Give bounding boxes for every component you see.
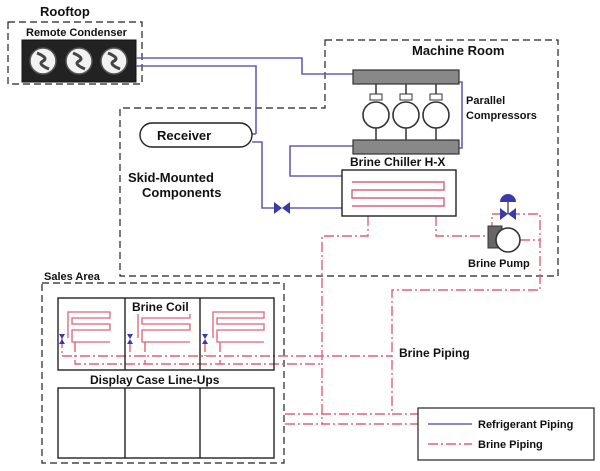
condenser-fan-icon [65, 47, 93, 75]
brine-pump-label: Brine Pump [468, 258, 530, 270]
condenser-fan-icon [29, 47, 57, 75]
brine-piping [61, 213, 541, 425]
brine-piping-callout-bg [396, 345, 478, 360]
parallel-compressors [352, 69, 460, 155]
compressors-label-line1: Parallel [466, 95, 505, 107]
compressors-label-line2: Compressors [466, 110, 537, 122]
compressor-icon [392, 84, 420, 140]
brine-piping-callout: Brine Piping [399, 346, 470, 360]
display-case-label: Display Case Line-Ups [90, 373, 220, 387]
pump-bypass-valve-icon [500, 194, 516, 220]
legend-box [417, 407, 595, 461]
brine-chiller-hx [341, 169, 457, 217]
brine-coil-label-bg [128, 300, 198, 314]
parallel-compressors-label: Parallel Compressors [466, 95, 537, 122]
receiver-label: Receiver [157, 128, 211, 143]
brine-coil-icon [67, 311, 111, 343]
compressor-header-bottom [352, 139, 460, 155]
legend-refrigerant-label: Refrigerant Piping [478, 419, 573, 431]
pump-icon [495, 227, 521, 253]
display-case-lineups [57, 387, 275, 459]
chiller-coil-icon [351, 181, 445, 207]
remote-condenser-label: Remote Condenser [26, 27, 128, 39]
refrigerant-piping [136, 57, 463, 209]
brine-chiller-label: Brine Chiller H-X [350, 155, 445, 169]
receiver-tank [139, 122, 253, 148]
compressor-icon [362, 84, 390, 140]
expansion-valve-icon [274, 202, 290, 214]
condenser-fan-icon [100, 47, 128, 75]
sales-area-label: Sales Area [44, 271, 101, 283]
skid-components-label: Skid-Mounted Components [128, 170, 221, 200]
brine-pump [487, 225, 521, 253]
skid-label-line2: Components [142, 185, 221, 200]
rooftop-zone [7, 21, 143, 85]
brine-coil-icon [137, 311, 191, 343]
remote-condenser [21, 39, 137, 83]
legend-brine-label: Brine Piping [478, 439, 543, 451]
brine-coil-cases [57, 297, 275, 371]
rooftop-label: Rooftop [40, 4, 90, 19]
sales-area-zone [41, 282, 285, 464]
coil-valve-icon [127, 334, 133, 344]
machine-room-zone [119, 39, 559, 277]
brine-coil-label: Brine Coil [132, 300, 189, 314]
coil-valve-icon [59, 334, 65, 344]
coil-valve-icon [202, 334, 208, 344]
machine-room-label: Machine Room [412, 43, 504, 58]
brine-coil-icon [212, 311, 265, 343]
compressor-icon [422, 84, 450, 140]
skid-label-line1: Skid-Mounted [128, 170, 214, 185]
compressor-header-top [352, 69, 460, 85]
legend: Refrigerant Piping Brine Piping [417, 407, 595, 461]
